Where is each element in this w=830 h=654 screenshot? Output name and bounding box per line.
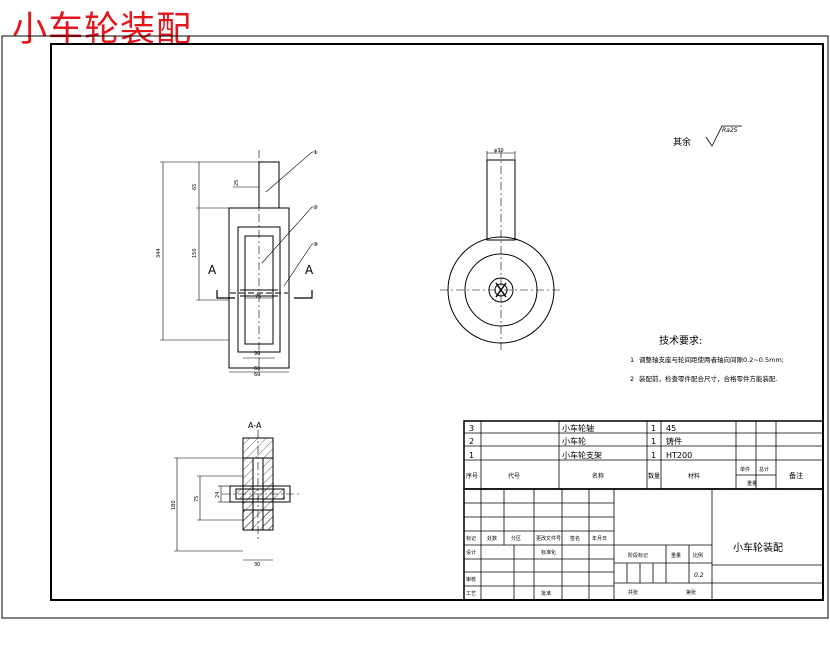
section-mark-left: A xyxy=(208,263,217,277)
tech-item-2-num: 2 xyxy=(630,375,634,383)
tb-standardization: 标准化 xyxy=(541,549,556,556)
header-num: 序号 xyxy=(466,472,478,480)
dim-bottom-width: 60 xyxy=(254,366,260,372)
tb-scale-value: 0.2 xyxy=(694,572,704,579)
part-ref-3: 3 xyxy=(314,242,317,248)
front-view xyxy=(160,150,318,375)
part-row-3-material: HT200 xyxy=(666,451,692,460)
sec-dim-inner: 24 xyxy=(215,492,221,498)
section-label: A-A xyxy=(248,421,262,430)
section-mark-right: A xyxy=(305,263,314,277)
tb-label-zone: 分区 xyxy=(511,535,521,542)
title-block xyxy=(463,488,824,601)
tb-stage-mark: 阶段标记 xyxy=(628,552,648,559)
tb-approve: 批准 xyxy=(541,590,551,597)
dim-gap: 75 xyxy=(255,294,261,300)
part-ref-2: 2 xyxy=(314,205,317,211)
dim-upper-height: 65 xyxy=(192,184,198,190)
sec-dim-bottom: 30 xyxy=(254,562,260,568)
part-row-1-qty: 1 xyxy=(651,424,656,433)
tb-role-review: 审核 xyxy=(466,576,476,583)
front-view-labels: 1 2 3 A A 344 65 150 25 75 90 60 60 xyxy=(156,150,317,378)
tb-label-mark: 标记 xyxy=(466,535,476,542)
part-row-2-num: 2 xyxy=(469,437,474,446)
parts-list-text: 3 小车轮轴 1 45 2 小车轮 1 铸件 1 小车轮支架 1 HT200 序… xyxy=(466,423,803,487)
tech-item-1-num: 1 xyxy=(630,356,634,364)
header-name: 名称 xyxy=(592,472,604,480)
tb-label-date: 年月日 xyxy=(592,535,607,542)
part-ref-1: 1 xyxy=(314,150,317,156)
surface-finish-value: Ra25 xyxy=(722,127,738,134)
part-row-1-num: 3 xyxy=(469,424,474,433)
tb-sheet-num: 第张 xyxy=(686,589,696,596)
part-row-3-name: 小车轮支架 xyxy=(562,450,602,460)
outer-border xyxy=(1,35,829,619)
surface-finish: 其余 Ra25 xyxy=(673,125,742,148)
surface-finish-label: 其余 xyxy=(673,136,691,148)
inner-border xyxy=(50,43,824,601)
tb-label-sign: 签名 xyxy=(570,535,580,542)
tech-heading: 技术要求: xyxy=(659,334,702,347)
dim-shaft-width: 25 xyxy=(234,180,240,186)
tb-weight: 重量 xyxy=(671,552,681,559)
tech-item-2-text: 装配前，检查零件配合尺寸，合格零件方能装配. xyxy=(639,374,778,383)
header-material: 材料 xyxy=(688,472,700,480)
tb-drawing-title: 小车轮装配 xyxy=(733,541,783,554)
section-labels: A-A 180 75 24 30 xyxy=(171,421,262,568)
part-row-2-material: 铸件 xyxy=(666,436,682,446)
part-row-1-material: 45 xyxy=(666,424,676,433)
sec-dim-outer: 180 xyxy=(171,500,177,510)
tb-label-change-doc: 更改文件号 xyxy=(536,535,561,542)
part-row-2-name: 小车轮 xyxy=(562,436,586,446)
dim-overall-width: 60 xyxy=(254,372,260,378)
header-qty: 数量 xyxy=(648,472,660,480)
part-row-2-qty: 1 xyxy=(651,437,656,446)
header-code: 代号 xyxy=(508,472,520,480)
part-row-3-qty: 1 xyxy=(651,451,656,460)
section-view xyxy=(174,430,300,561)
dim-middle-height: 150 xyxy=(192,248,198,258)
tb-sheet-total: 共张 xyxy=(628,589,638,596)
side-dim-top: φ30 xyxy=(494,148,504,154)
tb-scale: 比例 xyxy=(693,552,703,559)
part-row-3-num: 1 xyxy=(469,451,474,460)
title-block-text: 标记 处数 分区 更改文件号 签名 年月日 设计 标准化 审核 工艺 批准 阶段… xyxy=(466,535,783,597)
header-weight: 重量 xyxy=(747,480,757,487)
tb-role-process: 工艺 xyxy=(466,591,476,597)
tech-requirements: 技术要求: 1 调整轴支座与轮间距使两者轴向间隙0.2~0.5mm; 2 装配前… xyxy=(630,334,784,383)
side-view xyxy=(440,150,562,350)
dim-total-height: 344 xyxy=(156,248,162,258)
header-total: 总计 xyxy=(759,466,769,473)
header-unit: 单件 xyxy=(740,466,750,473)
dim-inner-width: 90 xyxy=(254,351,260,357)
sec-dim-mid: 75 xyxy=(194,496,200,502)
part-row-1-name: 小车轮轴 xyxy=(562,423,594,433)
tech-item-1-text: 调整轴支座与轮间距使两者轴向间隙0.2~0.5mm; xyxy=(639,355,784,364)
tb-role-design: 设计 xyxy=(466,549,476,556)
header-note: 备注 xyxy=(789,471,803,480)
tb-label-places: 处数 xyxy=(487,535,497,542)
